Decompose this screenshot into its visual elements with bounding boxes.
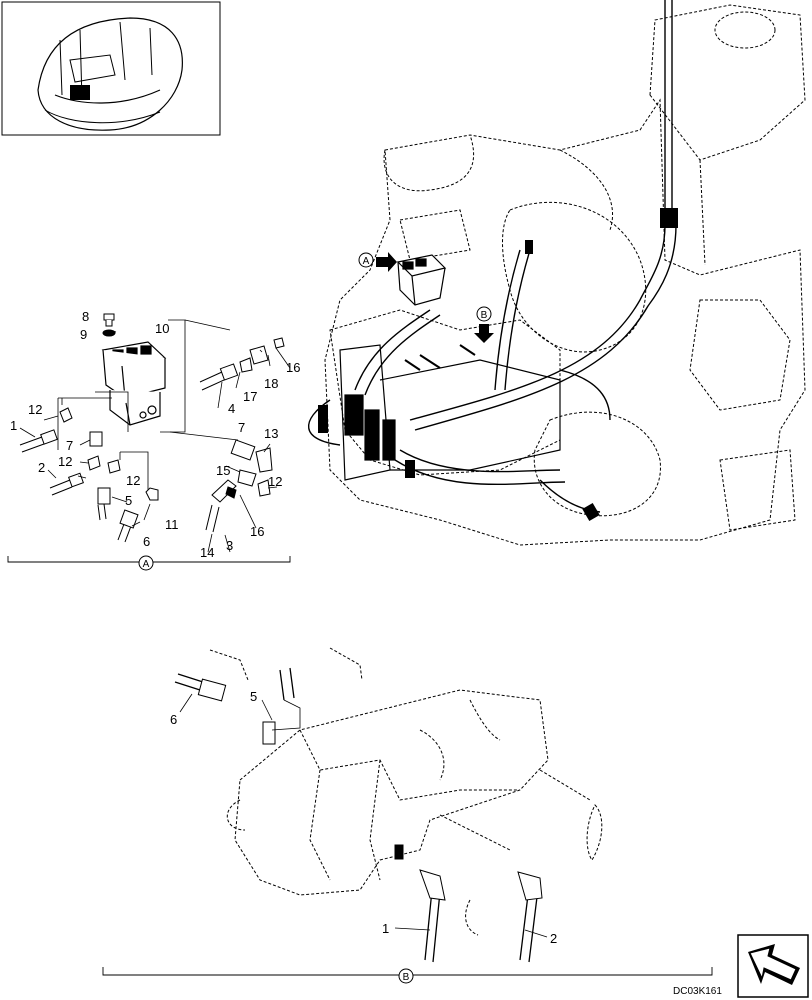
callout-7a: 7 xyxy=(66,438,73,453)
callout-b-6: 6 xyxy=(170,712,177,727)
callout-16b: 16 xyxy=(250,524,264,539)
bolt-washer xyxy=(102,313,116,337)
callout-12c: 12 xyxy=(126,473,140,488)
detail-b-leaders xyxy=(179,693,548,938)
machine-thumbnail xyxy=(1,1,221,136)
svg-text:B: B xyxy=(481,310,488,321)
svg-text:A: A xyxy=(363,256,370,267)
callout-15: 15 xyxy=(216,463,230,478)
callout-9: 9 xyxy=(80,327,87,342)
callout-17: 17 xyxy=(243,389,257,404)
callout-2: 2 xyxy=(38,460,45,475)
callout-6: 6 xyxy=(143,534,150,549)
callout-b-5: 5 xyxy=(250,689,257,704)
callout-3: 3 xyxy=(226,538,233,553)
svg-text:B: B xyxy=(403,972,410,983)
control-valve-detail xyxy=(209,647,603,936)
callout-8: 8 xyxy=(82,309,89,324)
section-bracket-a: A xyxy=(7,555,291,571)
callout-13: 13 xyxy=(264,426,278,441)
next-page-arrow-icon[interactable] xyxy=(737,934,809,998)
main-assembly-view xyxy=(324,4,806,546)
callout-12a: 12 xyxy=(28,402,42,417)
control-valve-main xyxy=(339,344,561,481)
detail-b-callouts: 1 2 5 6 xyxy=(170,689,557,946)
callout-4: 4 xyxy=(228,401,235,416)
callout-b-1: 1 xyxy=(382,921,389,936)
callout-12d: 12 xyxy=(268,474,282,489)
detail-b-fittings xyxy=(197,678,543,901)
detail-a-fittings xyxy=(19,337,285,543)
detail-a-view: 1 2 3 4 5 6 7 7 8 9 10 11 12 12 12 12 13… xyxy=(7,309,300,571)
callout-b-2: 2 xyxy=(550,931,557,946)
callout-7b: 7 xyxy=(238,420,245,435)
marker-a-main: A xyxy=(358,252,397,272)
detail-b-hoses xyxy=(174,667,538,963)
callout-18: 18 xyxy=(264,376,278,391)
callout-5: 5 xyxy=(125,493,132,508)
hose-fittings-main xyxy=(318,208,678,522)
callout-11: 11 xyxy=(165,517,179,532)
foot-control-valve xyxy=(101,341,167,426)
callout-1: 1 xyxy=(10,418,17,433)
marker-b-main: B xyxy=(474,306,494,343)
foot-valve-main xyxy=(396,254,447,306)
callout-16a: 16 xyxy=(286,360,300,375)
drawing-code: DC03K161 xyxy=(673,986,722,997)
detail-b-view: 1 2 5 6 B xyxy=(102,647,713,984)
detail-a-leaders xyxy=(19,319,291,553)
section-bracket-b: B xyxy=(102,967,713,984)
detail-a-callouts: 1 2 3 4 5 6 7 7 8 9 10 11 12 12 12 12 13… xyxy=(10,309,300,560)
callout-12b: 12 xyxy=(58,454,72,469)
callout-10: 10 xyxy=(155,321,169,336)
svg-text:A: A xyxy=(143,559,150,570)
callout-14: 14 xyxy=(200,545,214,560)
